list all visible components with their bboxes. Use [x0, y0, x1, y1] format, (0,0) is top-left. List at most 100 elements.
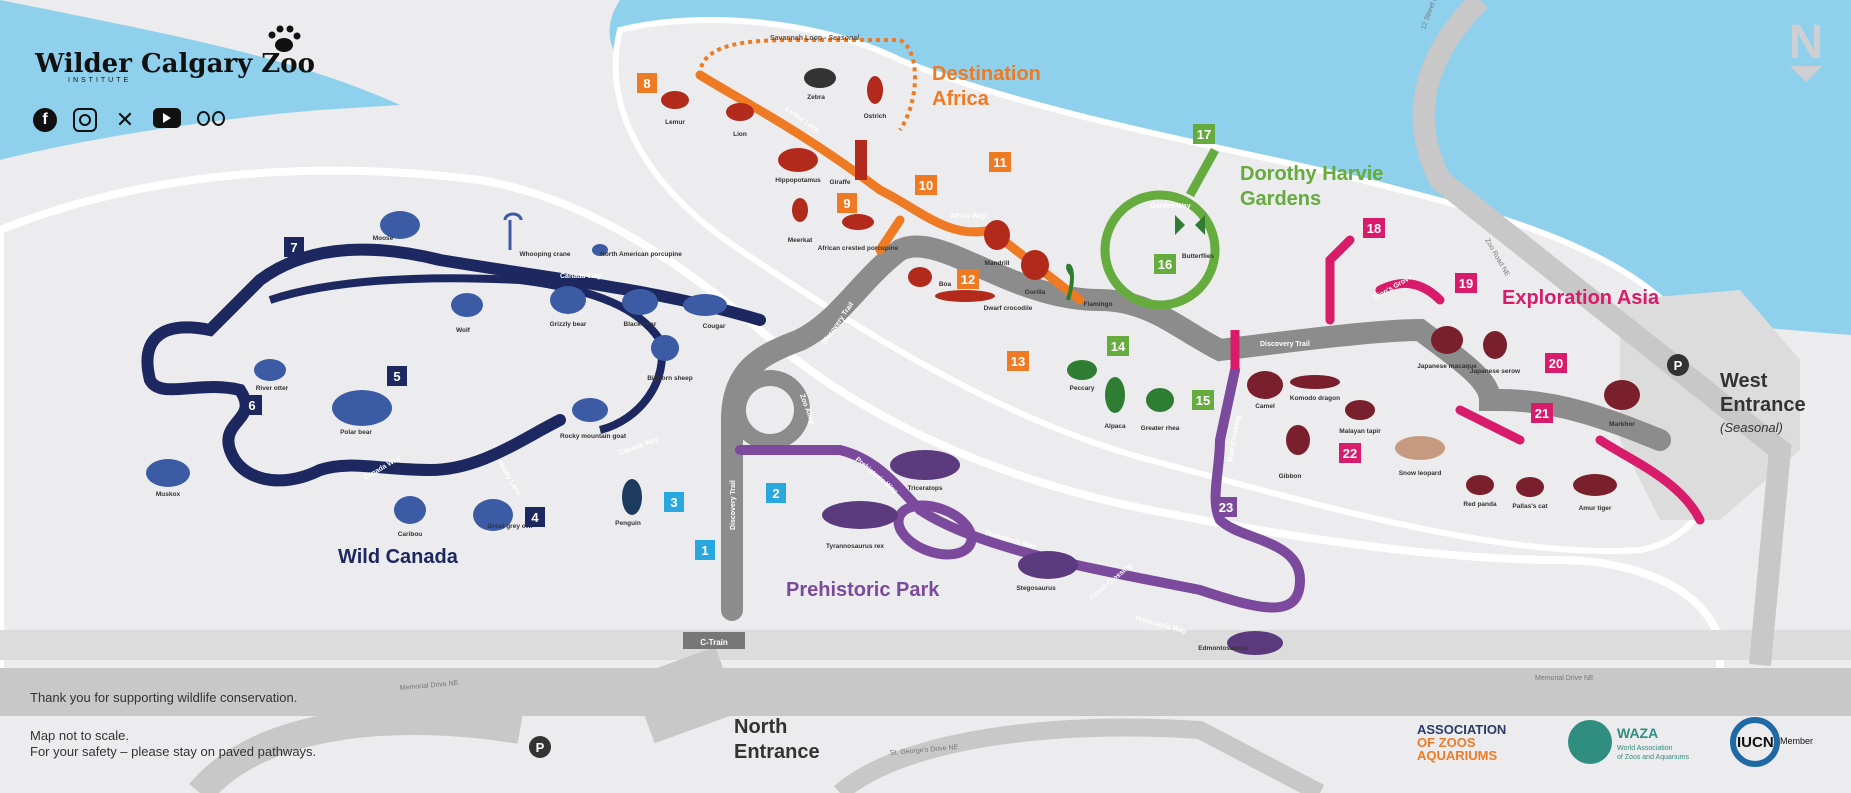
discovery-trail	[721, 235, 1671, 621]
zoo-logo: Wilder Calgary Zoo INSTITUTE	[34, 25, 315, 84]
svg-text:Ostrich: Ostrich	[864, 113, 887, 120]
road-12-street	[1412, 0, 1792, 667]
animal-markers-canada	[146, 211, 727, 531]
parking-markers: P P	[529, 354, 1689, 758]
svg-text:of Zoos and Aquariums: of Zoos and Aquariums	[1617, 754, 1689, 761]
svg-text:23: 23	[1219, 500, 1233, 515]
svg-text:Cougar: Cougar	[703, 323, 726, 330]
svg-text:WAZA: WAZA	[1617, 725, 1658, 741]
svg-text:North American porcupine: North American porcupine	[600, 251, 682, 258]
svg-text:Wilder Calgary Zoo: Wilder Calgary Zoo	[34, 49, 315, 79]
svg-text:3: 3	[670, 495, 677, 510]
svg-text:12: 12	[961, 272, 975, 287]
svg-text:Zebra: Zebra	[807, 94, 825, 101]
svg-text:IUCN: IUCN	[1737, 734, 1774, 751]
svg-text:P: P	[536, 740, 545, 755]
svg-text:17: 17	[1197, 127, 1211, 142]
svg-text:N: N	[1789, 16, 1824, 69]
svg-text:Great grey owl: Great grey owl	[487, 523, 532, 530]
canada-inner	[268, 274, 666, 434]
animal-markers-asia	[1247, 326, 1640, 497]
svg-text:OF ZOOS: OF ZOOS	[1417, 735, 1476, 750]
svg-text:Grizzly bear: Grizzly bear	[550, 321, 587, 328]
iucn-logo: IUCN Member	[1730, 717, 1813, 767]
garden-spur	[1186, 147, 1219, 198]
svg-text:River otter: River otter	[256, 385, 289, 392]
footer-scale: Map not to scale.	[30, 728, 129, 743]
x-icon[interactable]: ✕	[115, 107, 135, 132]
savannah-loop-label: Savannah Loop - Seasonal	[770, 35, 860, 42]
discovery-ring	[730, 370, 810, 450]
svg-text:Malayan tapir: Malayan tapir	[1339, 428, 1381, 435]
north-arrow: N	[1789, 16, 1824, 82]
svg-text:Japanese serow: Japanese serow	[1470, 368, 1521, 375]
svg-text:Gorilla: Gorilla	[1025, 289, 1046, 296]
social-bar: f ✕	[33, 108, 225, 132]
zone-title-canada: Wild Canada	[338, 546, 459, 568]
svg-text:Red panda: Red panda	[1463, 501, 1497, 508]
svg-text:Alpaca: Alpaca	[1104, 423, 1126, 430]
memorial-drive-right-label: Memorial Drive NE	[1535, 675, 1594, 682]
asia-paths	[1325, 235, 1705, 525]
instagram-icon[interactable]	[73, 108, 97, 132]
facebook-icon[interactable]: f	[33, 108, 57, 132]
svg-text:7: 7	[290, 240, 297, 255]
lake-top-right	[1440, 0, 1851, 330]
svg-text:8: 8	[643, 76, 650, 91]
svg-text:20: 20	[1549, 356, 1563, 371]
footer-safety: For your safety – please stay on paved p…	[30, 744, 316, 759]
svg-text:13: 13	[1011, 354, 1025, 369]
svg-text:Wolf: Wolf	[456, 327, 471, 334]
svg-text:Bighorn sheep: Bighorn sheep	[647, 375, 693, 382]
svg-text:P: P	[1674, 358, 1683, 373]
svg-text:INSTITUTE: INSTITUTE	[68, 77, 131, 84]
svg-text:Tyrannosaurus rex: Tyrannosaurus rex	[826, 543, 884, 550]
svg-text:Snow leopard: Snow leopard	[1399, 470, 1442, 477]
svg-text:4: 4	[531, 510, 539, 525]
africa-way-label: Africa Way	[950, 213, 986, 220]
zone-title-asia: Exploration Asia	[1502, 287, 1660, 309]
prehistoric-loop	[893, 500, 977, 560]
svg-text:Flamingo: Flamingo	[1084, 301, 1113, 308]
animal-markers-gardens	[1067, 215, 1205, 413]
svg-text:Muskox: Muskox	[156, 491, 181, 498]
svg-text:Markhor: Markhor	[1609, 421, 1635, 428]
svg-text:Giraffe: Giraffe	[830, 179, 851, 186]
garden-way-ring	[1100, 190, 1220, 310]
waza-logo: WAZA World Association of Zoos and Aquar…	[1568, 720, 1689, 764]
animal-labels-gardens: Butterflies Peccary Alpaca Greater rhea	[1070, 253, 1215, 432]
svg-text:10: 10	[919, 178, 933, 193]
youtube-icon[interactable]	[153, 108, 181, 128]
svg-text:Polar bear: Polar bear	[340, 429, 372, 436]
road-south-left	[189, 707, 523, 793]
animal-labels-prehistoric: Penguin Triceratops Tyrannosaurus rex St…	[615, 485, 1248, 652]
savannah-loop	[698, 38, 917, 132]
ctrain-station	[683, 632, 745, 649]
svg-text:Caribou: Caribou	[398, 531, 423, 538]
zone-title-prehistoric: Prehistoric Park	[786, 579, 940, 601]
canada-way-label-1: Canada Way	[560, 273, 601, 280]
zone-title-africa: Destination Africa	[932, 63, 1046, 110]
road-st-georges	[834, 718, 1325, 793]
memorial-drive	[0, 668, 1851, 716]
svg-text:Stegosaurus: Stegosaurus	[1016, 585, 1056, 592]
svg-text:Peccary: Peccary	[1070, 385, 1095, 392]
svg-text:6: 6	[248, 398, 255, 413]
svg-text:5: 5	[393, 369, 400, 384]
numbered-markers: 1 2 3 4 5 6 7 8 9 10 11 12 13 14 15 16 1…	[242, 73, 1567, 560]
svg-text:Moose: Moose	[373, 235, 394, 242]
ctrain-line	[0, 630, 1851, 660]
svg-text:Lemur: Lemur	[665, 119, 685, 126]
svg-text:14: 14	[1111, 339, 1126, 354]
zone-title-gardens: Dorothy Harvie Gardens	[1240, 163, 1389, 210]
tripadvisor-icon[interactable]	[197, 108, 225, 128]
africa-paths	[695, 70, 1085, 305]
paw-icon	[268, 25, 301, 52]
svg-text:11: 11	[993, 155, 1007, 170]
svg-text:ASSOCIATION: ASSOCIATION	[1417, 722, 1506, 737]
svg-text:Pallas's cat: Pallas's cat	[1512, 503, 1548, 510]
svg-text:16: 16	[1158, 257, 1172, 272]
svg-text:Japanese macaque: Japanese macaque	[1417, 363, 1477, 370]
svg-text:19: 19	[1459, 276, 1473, 291]
